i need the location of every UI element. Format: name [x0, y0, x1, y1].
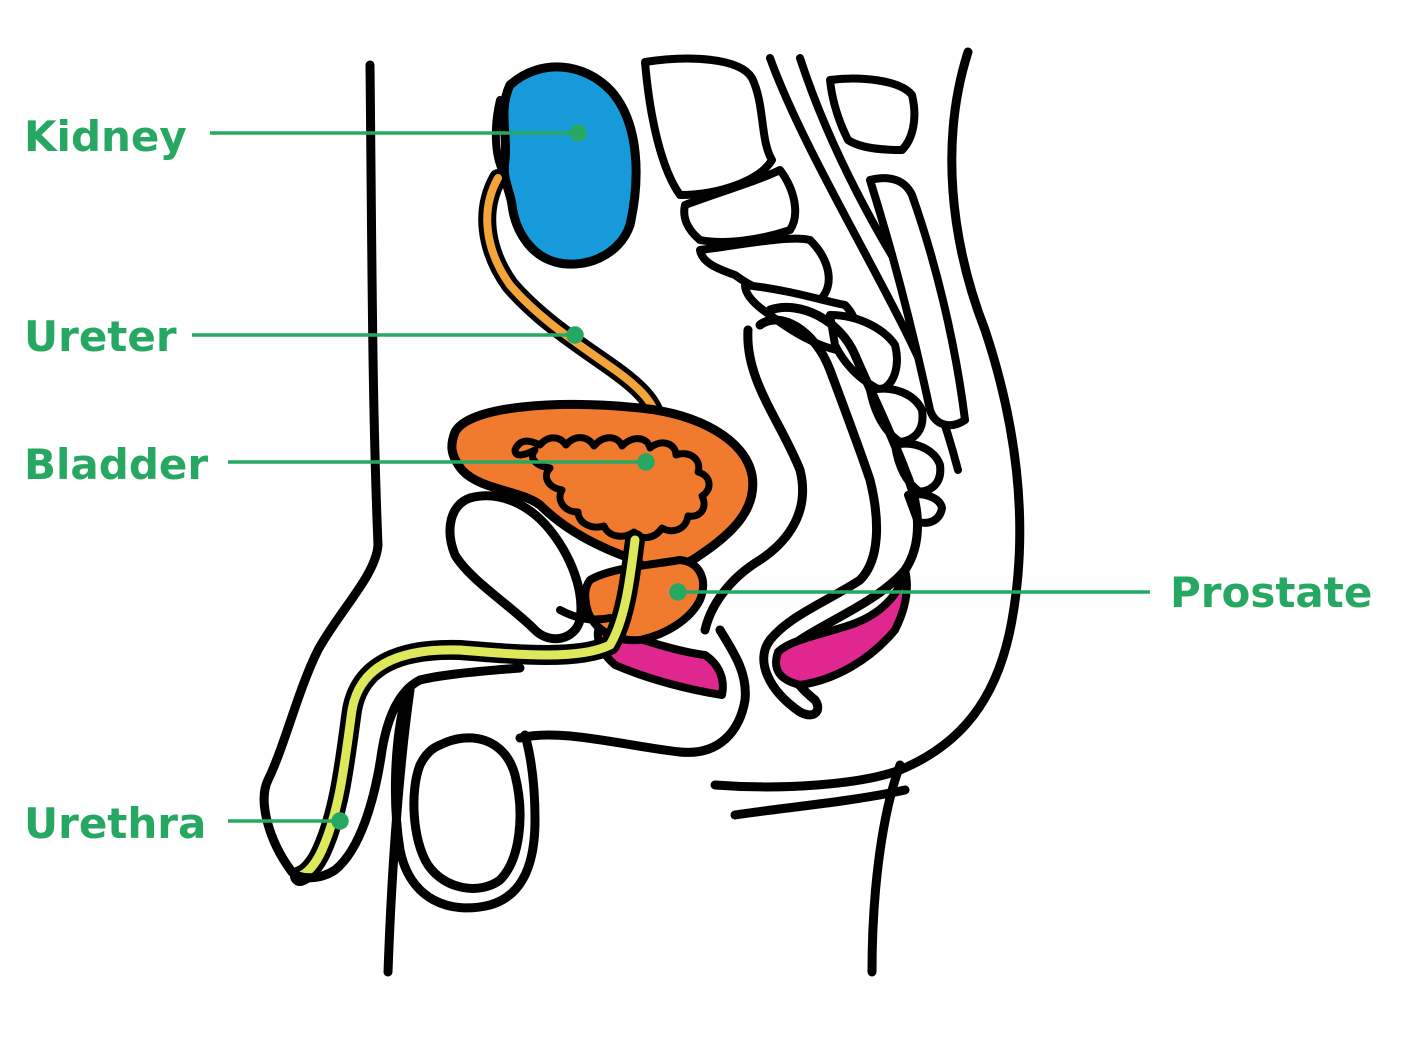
ureter-leader-dot: [568, 328, 582, 342]
prostate-label: Prostate: [1170, 572, 1372, 614]
kidney: [504, 67, 636, 264]
gluteal-fold: [735, 790, 905, 815]
kidney-label: Kidney: [24, 116, 187, 158]
prostate: [585, 560, 703, 640]
testis: [414, 738, 520, 889]
ureter-label: Ureter: [24, 316, 177, 358]
bladder-label: Bladder: [24, 444, 208, 486]
bladder-leader-dot: [639, 455, 653, 469]
urethra-leader-dot: [333, 814, 347, 828]
kidney-leader-dot: [571, 126, 585, 140]
prostate-leader-dot: [671, 585, 685, 599]
front-body-outline: [264, 65, 378, 872]
urethra-label: Urethra: [24, 803, 206, 845]
